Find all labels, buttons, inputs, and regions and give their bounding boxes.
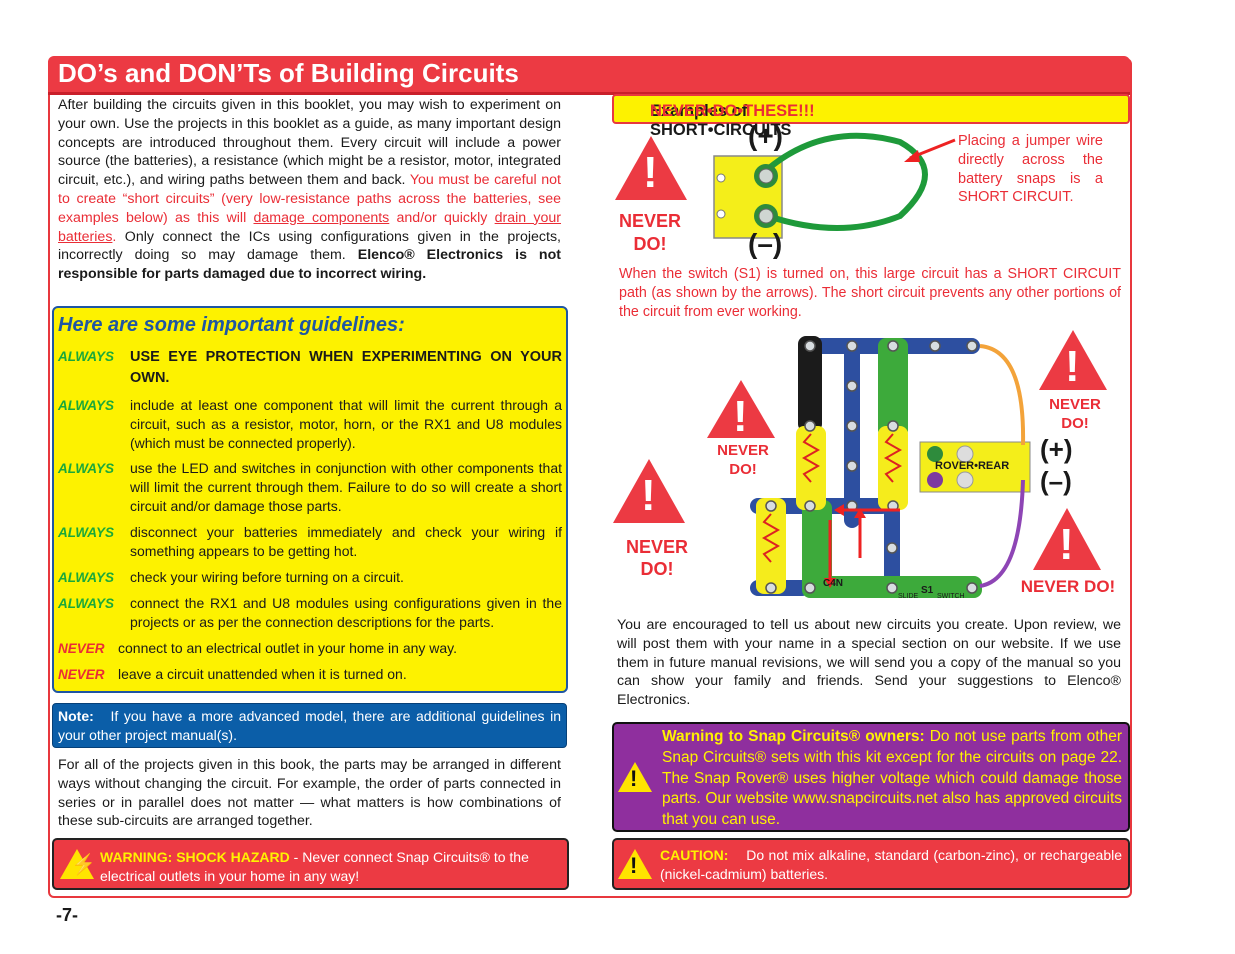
examples-title-bar: Examples of SHORT•CIRCUITS - NEVER•DO•TH… <box>612 94 1130 158</box>
examples-title-warning: NEVER•DO•THESE!!! <box>650 102 815 120</box>
guideline-text: connect to an electrical outlet in your … <box>118 640 458 656</box>
guideline-item: NEVER connect to an electrical outlet in… <box>58 639 562 658</box>
warning-icon: ! <box>618 762 652 792</box>
intro-text: After building the circuits given in thi… <box>58 97 561 189</box>
guidelines-title: Here are some important guidelines: <box>58 314 405 336</box>
switch-caption: When the switch (S1) is turned on, this … <box>619 266 1121 320</box>
warning-triangle-icon: ! <box>613 459 685 523</box>
drain-batteries-link: drain your batteries <box>58 209 562 245</box>
guideline-item: ALWAYS disconnect your batteries immedia… <box>58 523 562 561</box>
snap-warning-text: Do not use parts from other Snap Circuit… <box>662 728 1122 829</box>
warning-triangle-icon: ! <box>1033 508 1101 570</box>
guideline-item: ALWAYS connect the RX1 and U8 modules us… <box>58 594 562 632</box>
plus-terminal-label: (+) <box>748 120 783 151</box>
page-number: -7- <box>56 905 78 925</box>
note-box: Note: If you have a more advanced model,… <box>52 703 567 748</box>
always-keyword: ALWAYS <box>58 525 115 540</box>
series-paragraph: For all of the projects given in this bo… <box>58 757 561 830</box>
jumper-caption: Placing a jumper wire directly across th… <box>958 133 1103 206</box>
shock-warning-box: ⚡ WARNING: SHOCK HAZARD - Never connect … <box>52 838 569 890</box>
snap-warning-box: ! Warning to Snap Circuits® owners: Do n… <box>612 722 1130 832</box>
caution-text: Do not mix alkaline, standard (carbon-zi… <box>660 847 1122 882</box>
warning-icon: ! <box>618 849 652 879</box>
intro-ic-text: Only connect the ICs using configuration… <box>58 228 561 264</box>
always-keyword: ALWAYS <box>58 596 115 611</box>
rover-minus-label: (–) <box>1040 466 1072 496</box>
warning-triangle-icon: ! <box>615 136 687 200</box>
always-keyword: ALWAYS <box>58 398 115 413</box>
warning-triangle-icon: ! <box>1039 330 1107 391</box>
always-keyword: ALWAYS <box>58 461 115 476</box>
note-text: If you have a more advanced model, there… <box>58 708 561 743</box>
guideline-text: use the LED and switches in conjunction … <box>130 460 562 514</box>
caution-label: CAUTION: <box>660 847 729 863</box>
page-title: DO’s and DON’Ts of Building Circuits <box>58 58 519 88</box>
never-keyword: NEVER <box>58 667 105 682</box>
guideline-item: NEVER leave a circuit unattended when it… <box>58 665 562 684</box>
shock-warning-text: - Never connect Snap Circuits® to the el… <box>100 849 529 884</box>
note-label: Note: <box>58 708 94 724</box>
c4n-label: C4N <box>823 578 844 589</box>
never-keyword: NEVER <box>58 641 105 656</box>
disclaimer-text: Elenco® Electronics is not responsible f… <box>58 247 561 283</box>
guideline-text: leave a circuit unattended when it is tu… <box>118 666 407 682</box>
caution-box: ! CAUTION: Do not mix alkaline, standard… <box>612 838 1130 890</box>
always-keyword: ALWAYS <box>58 570 115 585</box>
damage-components-link: damage components <box>253 209 390 226</box>
guidelines-box <box>52 306 568 693</box>
short-circuit-diagram <box>750 336 1031 598</box>
guideline-text: USE EYE PROTECTION WHEN EXPERIMENTING ON… <box>130 349 562 386</box>
intro-and-text: and/or quickly <box>396 209 488 226</box>
slide-label: SLIDE <box>898 593 919 600</box>
switch-label: SWITCH <box>937 593 965 600</box>
guideline-item: ALWAYS include at least one component th… <box>58 396 562 453</box>
s1-label: S1 <box>921 585 934 596</box>
shock-hazard-icon: ⚡ <box>60 849 96 879</box>
guideline-item: ALWAYS use the LED and switches in conju… <box>58 459 562 516</box>
warning-triangle-icon: ! <box>707 380 775 441</box>
never-do-label: NEVER DO! <box>1020 577 1116 596</box>
encourage-paragraph: You are encouraged to tell us about new … <box>617 617 1121 709</box>
guideline-item: ALWAYS check your wiring before turning … <box>58 568 562 587</box>
intro-paragraph: After building the circuits given in thi… <box>58 97 562 283</box>
battery-jumper-diagram <box>713 132 956 239</box>
always-keyword: ALWAYS <box>58 349 115 364</box>
guideline-item: ALWAYS USE EYE PROTECTION WHEN EXPERIMEN… <box>58 347 562 389</box>
guideline-text: check your wiring before turning on a ci… <box>130 569 404 585</box>
guideline-text: include at least one component that will… <box>130 397 562 451</box>
guideline-text: disconnect your batteries immediately an… <box>130 524 562 559</box>
intro-warning-text: You must be careful not to create “short… <box>58 172 561 226</box>
rover-plus-label: (+) <box>1040 434 1073 464</box>
title-bar: DO’s and DON’Ts of Building Circuits <box>48 56 1130 95</box>
shock-warning-label: WARNING: SHOCK HAZARD <box>100 849 290 865</box>
guideline-text: connect the RX1 and U8 modules using con… <box>130 595 562 630</box>
snap-warning-label: Warning to Snap Circuits® owners: <box>662 728 925 745</box>
rover-rear-label: ROVER•REAR <box>935 460 1010 472</box>
minus-terminal-label: (–) <box>748 228 783 259</box>
